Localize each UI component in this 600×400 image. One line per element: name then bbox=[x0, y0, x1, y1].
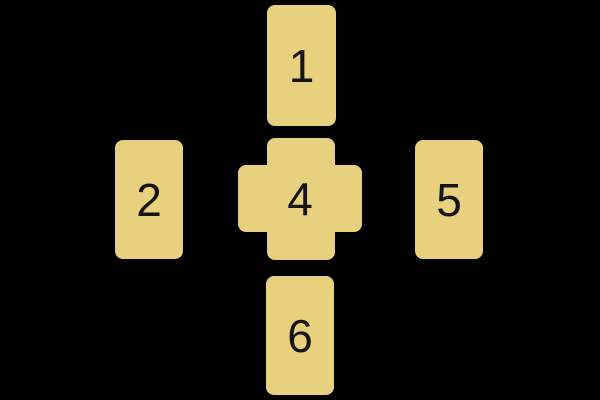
card-5-number: 5 bbox=[436, 173, 462, 226]
tarot-card-4-crossing[interactable]: 4 bbox=[238, 165, 362, 232]
card-1-number: 1 bbox=[288, 39, 315, 92]
card-4-number: 4 bbox=[287, 172, 313, 225]
tarot-card-1[interactable]: 1 bbox=[267, 5, 336, 126]
tarot-card-2[interactable]: 2 bbox=[115, 140, 183, 259]
card-6-number: 6 bbox=[287, 309, 313, 362]
tarot-card-6[interactable]: 6 bbox=[266, 276, 334, 395]
card-2-number: 2 bbox=[136, 173, 162, 226]
tarot-card-5[interactable]: 5 bbox=[415, 140, 483, 259]
